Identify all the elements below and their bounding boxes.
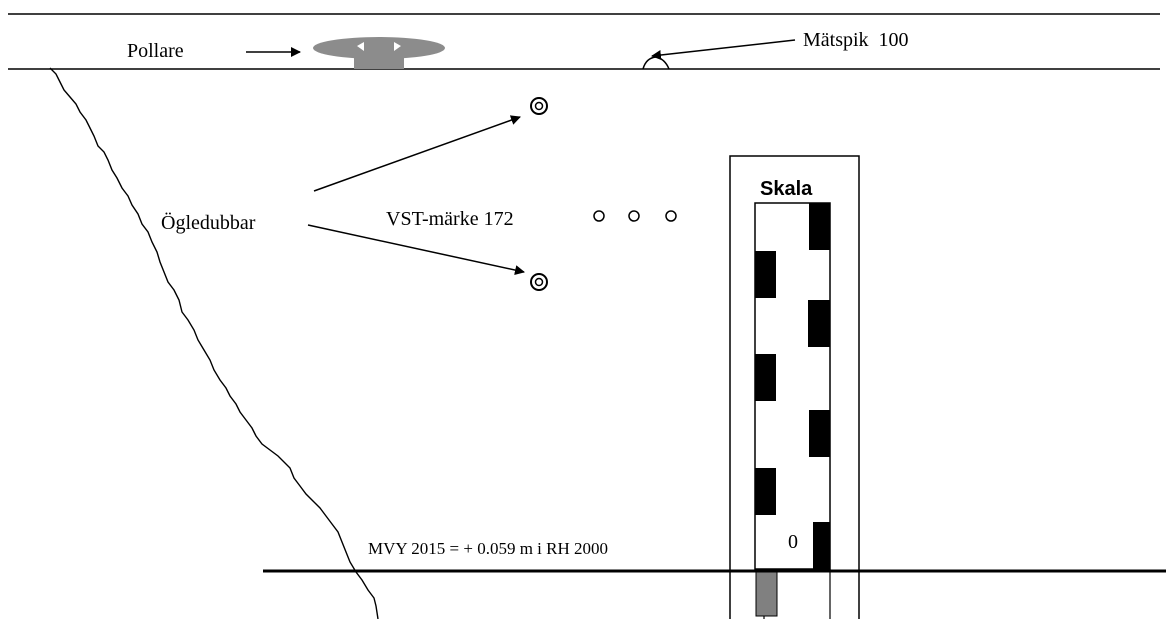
matspik-label: Mätspik 100 — [803, 29, 909, 51]
shoreline-curve — [49, 67, 379, 619]
ogledubbar-label: Ögledubbar — [161, 211, 256, 234]
scale-block-right-1 — [809, 203, 830, 250]
ogledubbar-arrow-upper — [313, 115, 521, 192]
water-level-gauge: Skala 0 — [729, 155, 860, 619]
scale-block-left-3 — [755, 468, 776, 515]
matspik-arrow — [651, 39, 796, 60]
scale-block-right-2 — [808, 300, 830, 347]
scale-block-left-2 — [755, 354, 776, 401]
eye-bolt-icon-upper — [530, 97, 548, 115]
vst-marke-label: VST-märke 172 — [386, 208, 514, 230]
scale-zero-label: 0 — [788, 531, 798, 553]
skala-label: Skala — [760, 178, 813, 200]
gauge-frame — [729, 155, 860, 619]
vst-marke-circle-3 — [665, 210, 677, 222]
scale-block-right-4 — [813, 522, 830, 569]
mvy-label: MVY 2015 = + 0.059 m i RH 2000 — [368, 539, 608, 558]
bollard-icon — [313, 37, 445, 69]
gauge-foot — [755, 571, 778, 617]
scale-block-right-3 — [809, 410, 830, 457]
vst-marke-circle-1 — [593, 210, 605, 222]
vst-marke-circle-2 — [628, 210, 640, 222]
matspik-icon — [642, 56, 670, 70]
eye-bolt-icon-lower — [530, 273, 548, 291]
ogledubbar-arrow-lower — [307, 224, 525, 275]
scale-block-left-1 — [755, 251, 776, 298]
pollare-label: Pollare — [127, 40, 184, 62]
